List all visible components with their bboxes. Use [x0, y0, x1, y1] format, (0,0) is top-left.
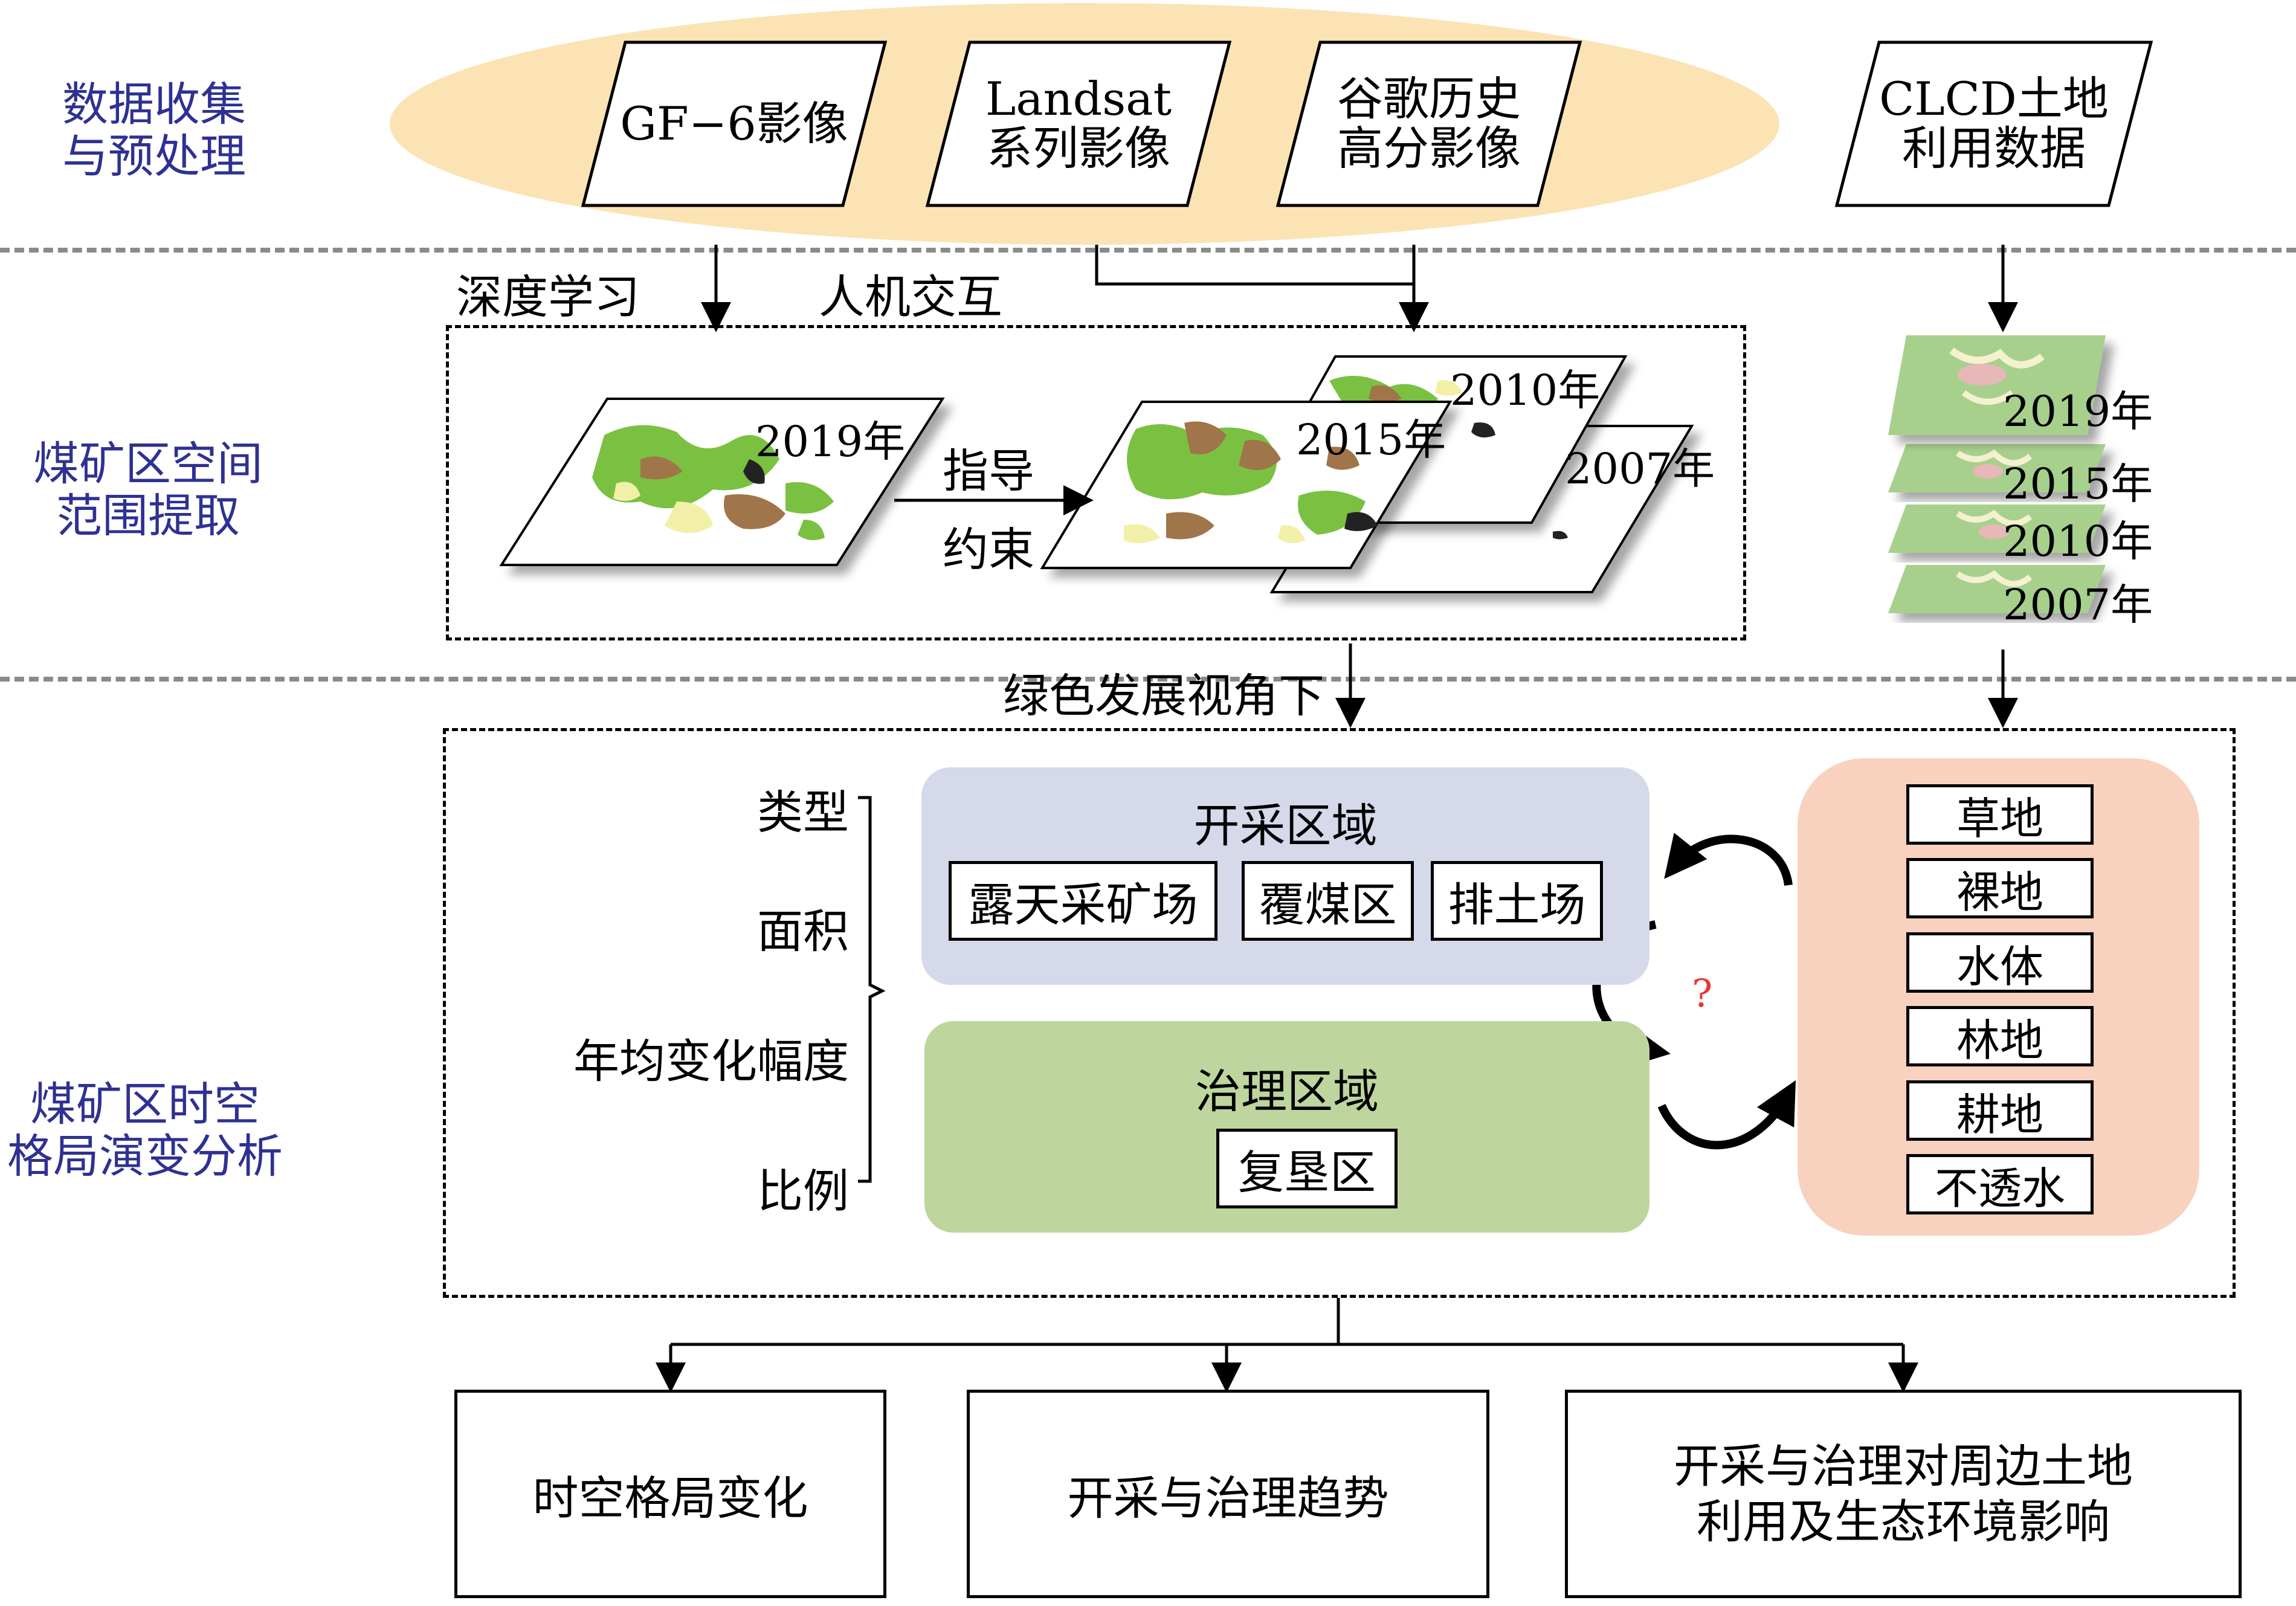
clcd-map-2019 [1888, 335, 2106, 435]
output-surrounding-impact: 开采与治理对周边土地 利用及生态环境影响 [1565, 1390, 2242, 1598]
metric-type: 类型 [757, 785, 849, 839]
clcd-map-2007 [1888, 565, 2106, 613]
map-year-2007: 2007年 [1565, 444, 1715, 494]
map-year-2019: 2019年 [755, 417, 906, 466]
landuse-water: 水体 [1906, 932, 2094, 993]
mining-title: 开采区域 [1193, 799, 1378, 853]
curved-arrow-landuse-to-mining [1664, 833, 1793, 886]
curved-arrow-treatment-to-landuse [1657, 1080, 1796, 1150]
gf6-label: GF−6影像 [620, 97, 848, 150]
landuse-impervious: 不透水 [1906, 1154, 2094, 1214]
google-label: 谷歌历史 高分影像 [1337, 72, 1521, 175]
landuse-cropland: 耕地 [1906, 1080, 2094, 1141]
relationship-question-mark: ? [1692, 972, 1713, 1016]
human-computer-label: 人机交互 [819, 270, 1002, 324]
map-year-2010: 2010年 [1450, 366, 1601, 415]
metric-ratio: 比例 [757, 1164, 849, 1218]
landsat-label: Landsat 系列影像 [985, 72, 1172, 175]
metric-area: 面积 [757, 905, 849, 958]
green-view-label: 绿色发展视角下 [1003, 669, 1324, 723]
clcd-year-2019: 2019年 [2003, 387, 2153, 436]
clcd-map-2010 [1888, 505, 2106, 553]
clcd-year-2015: 2015年 [2003, 459, 2153, 509]
map-2015 [1040, 401, 1453, 569]
output-spatiotemporal-change: 时空格局变化 [454, 1390, 886, 1598]
clcd-label: CLCD土地 利用数据 [1879, 72, 2109, 175]
deep-learning-label: 深度学习 [456, 270, 640, 324]
metrics-brace [858, 796, 886, 1183]
clcd-parallelogram [1834, 40, 2153, 207]
section-title-spatial-extraction: 煤矿区空间 范围提取 [33, 437, 263, 543]
clcd-map-2015 [1888, 444, 2106, 492]
clcd-year-2007: 2007年 [2003, 580, 2153, 630]
section-title-data-collection: 数据收集 与预处理 [62, 77, 246, 183]
section-divider-1 [0, 248, 2296, 253]
map-2019 [499, 398, 945, 566]
treatment-item-reclaimed: 复垦区 [1216, 1129, 1398, 1208]
section-title-pattern-analysis: 煤矿区时空 格局演变分析 [7, 1077, 283, 1183]
landsat-parallelogram [925, 40, 1232, 207]
analysis-frame [443, 728, 2236, 1298]
mining-item-open-pit: 露天采矿场 [949, 861, 1217, 941]
mining-item-coal-cover: 覆煤区 [1242, 861, 1414, 941]
landuse-grassland: 草地 [1906, 784, 2094, 845]
clcd-year-2010: 2010年 [2003, 517, 2153, 566]
section-divider-2 [0, 677, 2296, 682]
landuse-bare-land: 裸地 [1906, 858, 2094, 918]
guidance-label: 指导 约束 [943, 444, 1034, 576]
gf6-parallelogram [581, 40, 888, 207]
connector-landsat-google [1095, 245, 1414, 286]
landuse-forest: 林地 [1906, 1006, 2094, 1066]
treatment-title: 治理区域 [1195, 1065, 1379, 1118]
map-year-2015: 2015年 [1296, 415, 1446, 465]
google-parallelogram [1275, 40, 1582, 207]
extraction-frame [446, 325, 1746, 640]
output-mining-treatment-trend: 开采与治理趋势 [967, 1390, 1489, 1598]
mining-item-dump: 排土场 [1431, 861, 1603, 941]
metric-annual-change: 年均变化幅度 [573, 1034, 849, 1088]
